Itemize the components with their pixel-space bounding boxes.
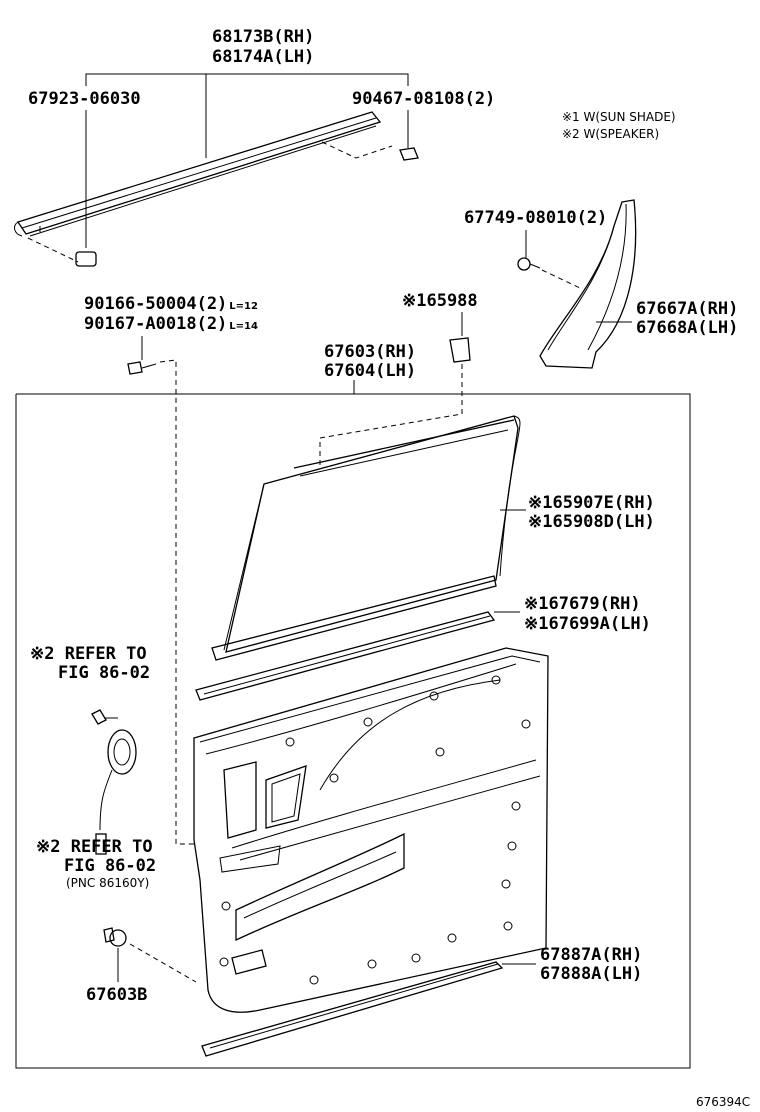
label-rail-lh: ※167699A(LH) bbox=[524, 614, 651, 634]
label-panel-rh: 67603(RH) bbox=[324, 342, 416, 362]
door-panel-frame bbox=[15, 380, 691, 1069]
label-pillar-lh: 67668A(LH) bbox=[636, 318, 738, 338]
label-sun-shade-lh: ※165908D(LH) bbox=[528, 512, 655, 532]
label-note-sun-shade: ※1 W(SUN SHADE) bbox=[562, 110, 676, 124]
label-clip-left: 67923-06030 bbox=[28, 89, 141, 109]
belt-molding bbox=[14, 73, 409, 237]
sun-shade bbox=[211, 394, 691, 661]
label-belt-molding-rh: 68173B(RH) bbox=[212, 27, 314, 47]
label-belt-molding-lh: 68174A(LH) bbox=[212, 47, 314, 67]
label-note-speaker: ※2 W(SPEAKER) bbox=[562, 127, 659, 141]
label-clip-right: 90467-08108(2) bbox=[352, 89, 495, 109]
label-bracket: ※165988 bbox=[402, 291, 478, 311]
pillar-garnish bbox=[539, 199, 637, 369]
label-refer-bottom-2: FIG 86-02 bbox=[64, 856, 156, 876]
bracket bbox=[319, 312, 471, 470]
label-screw-upper: 67749-08010(2) bbox=[464, 208, 607, 228]
label-refer-top-1: ※2 REFER TO bbox=[30, 644, 147, 664]
label-bolt-2: 90167-A0018(2)L=14 bbox=[84, 314, 258, 334]
door-trim-panel bbox=[193, 647, 549, 1013]
screw-upper bbox=[517, 230, 581, 289]
label-rail-rh: ※167679(RH) bbox=[524, 594, 641, 614]
shade-rail bbox=[195, 611, 520, 701]
bolt bbox=[127, 336, 210, 845]
clip-left bbox=[27, 110, 97, 267]
label-panel-lh: 67604(LH) bbox=[324, 361, 416, 381]
weatherstrip bbox=[201, 961, 536, 1057]
label-sun-shade-rh: ※165907E(RH) bbox=[528, 493, 655, 513]
label-clip-bottom: 67603B bbox=[86, 985, 147, 1005]
label-bolt-1: 90166-50004(2)L=12 bbox=[84, 294, 258, 314]
figure-code: 676394C bbox=[696, 1095, 750, 1109]
speaker bbox=[91, 709, 137, 855]
label-refer-bottom-1: ※2 REFER TO bbox=[36, 837, 153, 857]
label-weatherstrip-lh: 67888A(LH) bbox=[540, 964, 642, 984]
label-weatherstrip-rh: 67887A(RH) bbox=[540, 945, 642, 965]
clip-bottom bbox=[103, 927, 197, 983]
label-pillar-rh: 67667A(RH) bbox=[636, 299, 738, 319]
label-refer-top-2: FIG 86-02 bbox=[58, 663, 150, 683]
clip-right bbox=[321, 110, 419, 161]
label-refer-bottom-3: (PNC 86160Y) bbox=[66, 876, 149, 890]
